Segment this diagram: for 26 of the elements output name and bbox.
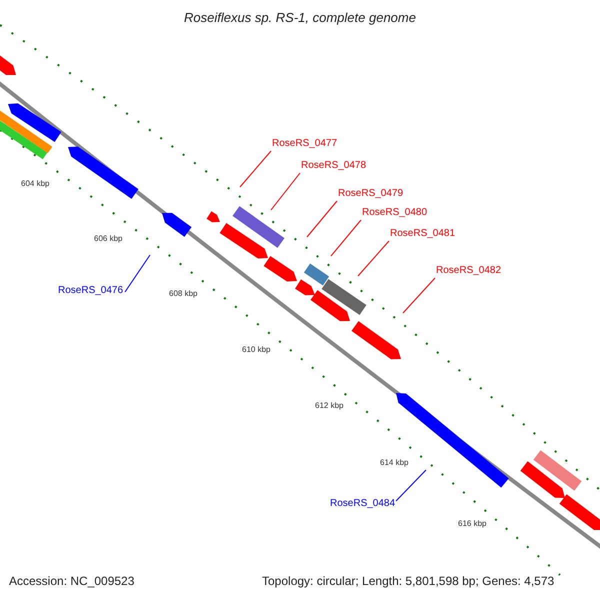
accession-text: Accession: NC_009523 [9, 575, 134, 587]
scale-label: 604 kbp [21, 180, 50, 188]
scale-label: 612 kbp [315, 402, 344, 410]
scale-label: 608 kbp [169, 290, 198, 298]
title: Roseiflexus sp. RS-1, complete genome [183, 11, 417, 24]
gene-label: RoseRS_0482 [436, 266, 502, 276]
gene-label: RoseRS_0484 [330, 499, 396, 509]
scale-label: 614 kbp [380, 459, 408, 467]
genome-summary: Topology: circular; Length: 5,801,598 bp; Genes: 4,573 [262, 575, 554, 587]
leader-line [396, 470, 426, 502]
leader-line [358, 240, 390, 276]
gene-label: RoseRS_0476 [58, 286, 124, 296]
scale-label: 616 kbp [458, 520, 486, 528]
scale-label: 610 kbp [242, 346, 270, 354]
gene-label: RoseRS_0480 [362, 208, 428, 218]
gene-label: RoseRS_0477 [272, 139, 338, 149]
leader-line [402, 278, 436, 314]
leader-line [270, 172, 300, 210]
leader-line [306, 200, 338, 238]
scale-label: 606 kbp [94, 235, 122, 243]
leader-line [124, 254, 150, 292]
leader-line [240, 150, 272, 188]
gene-label: RoseRS_0479 [338, 189, 404, 199]
gene-label: RoseRS_0478 [301, 161, 366, 171]
gene-label: RoseRS_0481 [390, 229, 456, 239]
leader-line [330, 220, 362, 256]
